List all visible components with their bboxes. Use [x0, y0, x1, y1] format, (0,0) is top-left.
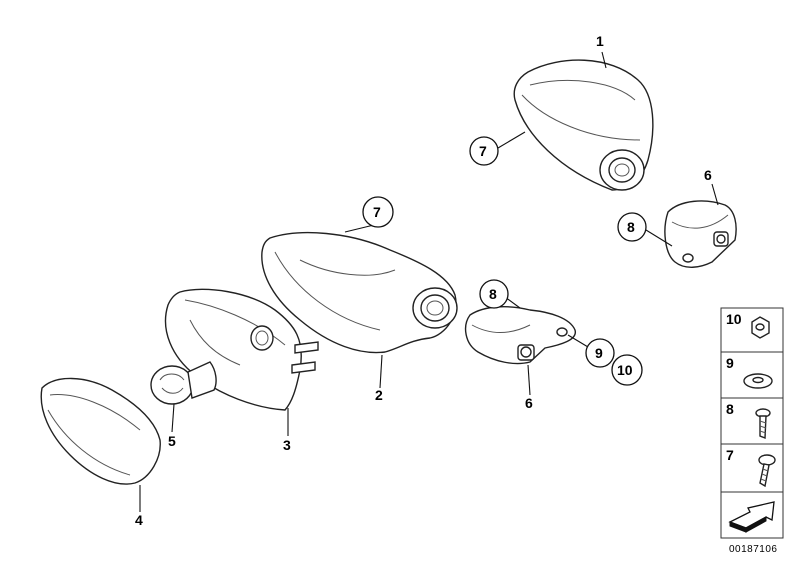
- callout-6a: 6: [704, 167, 712, 183]
- screw-icon: [758, 454, 776, 488]
- washer-icon: [743, 373, 773, 389]
- callout-5: 5: [168, 433, 176, 449]
- callout-6b: 6: [525, 395, 533, 411]
- callout-4: 4: [135, 512, 143, 528]
- legend-row-7: [720, 443, 784, 493]
- callout-2: 2: [375, 387, 383, 403]
- part-2-housing[interactable]: [261, 231, 458, 354]
- part-5-bulb[interactable]: [150, 361, 217, 405]
- part-4-lens[interactable]: [40, 377, 161, 485]
- legend-number-9: 9: [726, 355, 734, 371]
- part-6-bracket-lower[interactable]: [464, 306, 576, 365]
- callouts: 1 7 6 8 7 8 9 10 2 6 3 5 4: [135, 33, 712, 528]
- nut-icon: [751, 316, 770, 339]
- part-1-housing[interactable]: [513, 59, 654, 191]
- part-6-bracket-upper[interactable]: [664, 200, 737, 268]
- part-3-lamp-carrier[interactable]: [164, 288, 319, 411]
- leader-lines: [139, 51, 719, 512]
- callout-8a-circle: [617, 212, 647, 242]
- callout-1: 1: [596, 33, 604, 49]
- callout-10: 10: [617, 362, 633, 378]
- callout-7a: 7: [479, 143, 487, 159]
- callout-9: 9: [595, 345, 603, 361]
- screw-icon: [755, 408, 771, 440]
- fastener-legend: 10 9 8 7: [720, 307, 784, 539]
- callout-7a-circle: [469, 136, 499, 166]
- callout-7b-circle: [362, 196, 394, 228]
- callout-3: 3: [283, 437, 291, 453]
- callout-10-circle: [611, 354, 643, 386]
- legend-number-8: 8: [726, 401, 734, 417]
- direction-arrow-icon: [728, 501, 775, 533]
- diagram-id: 00187106: [729, 544, 778, 555]
- legend-number-7: 7: [726, 447, 734, 463]
- callout-8b-circle: [479, 279, 509, 309]
- legend-number-10: 10: [726, 311, 742, 327]
- callout-8b: 8: [489, 286, 497, 302]
- callout-8a: 8: [627, 219, 635, 235]
- callout-9-circle: [585, 338, 615, 368]
- legend-row-8: [720, 397, 784, 445]
- callout-7b: 7: [373, 204, 381, 220]
